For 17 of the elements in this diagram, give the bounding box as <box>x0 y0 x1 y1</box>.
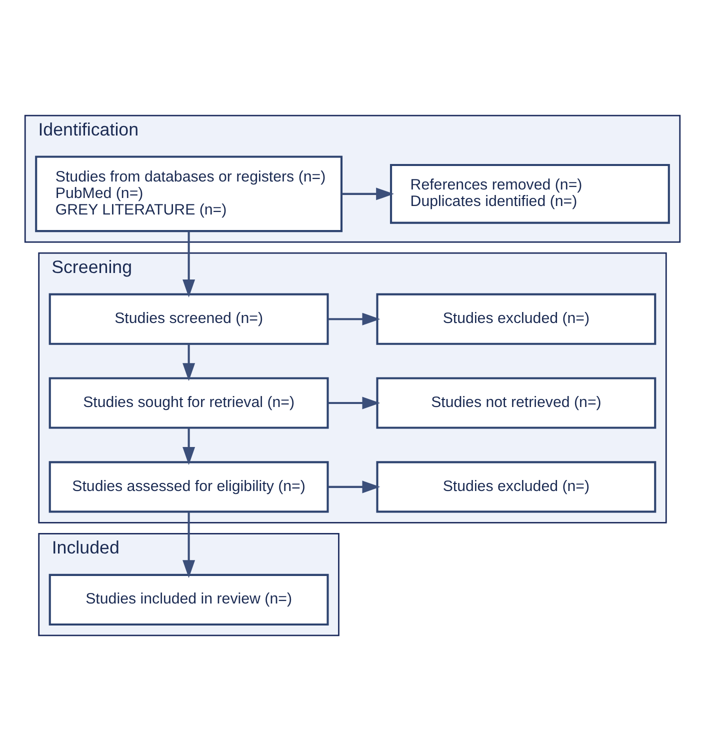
arrow <box>328 480 380 494</box>
arrow <box>342 188 394 200</box>
arrow <box>182 428 196 465</box>
node-box: Studies excluded (n=) <box>376 461 656 513</box>
arrow <box>328 396 380 410</box>
node-box: Studies not retrieved (n=) <box>376 377 656 429</box>
node-box: Studies excluded (n=) <box>376 293 656 345</box>
node-box: References removed (n=) Duplicates identified (n=) <box>390 164 670 224</box>
arrow <box>182 344 196 382</box>
arrow <box>328 312 380 326</box>
node-box: Studies sought for retrieval (n=) <box>48 377 329 429</box>
node-box: Studies included in review (n=) <box>48 574 329 626</box>
arrow <box>182 512 196 578</box>
node-box: Studies from databases or registers (n=) PubMed (n=) GREY LITERATURE (n=) <box>35 156 343 232</box>
node-box: Studies assessed for eligibility (n=) <box>48 461 329 513</box>
node-box: Studies screened (n=) <box>48 293 329 345</box>
arrow <box>182 231 196 298</box>
